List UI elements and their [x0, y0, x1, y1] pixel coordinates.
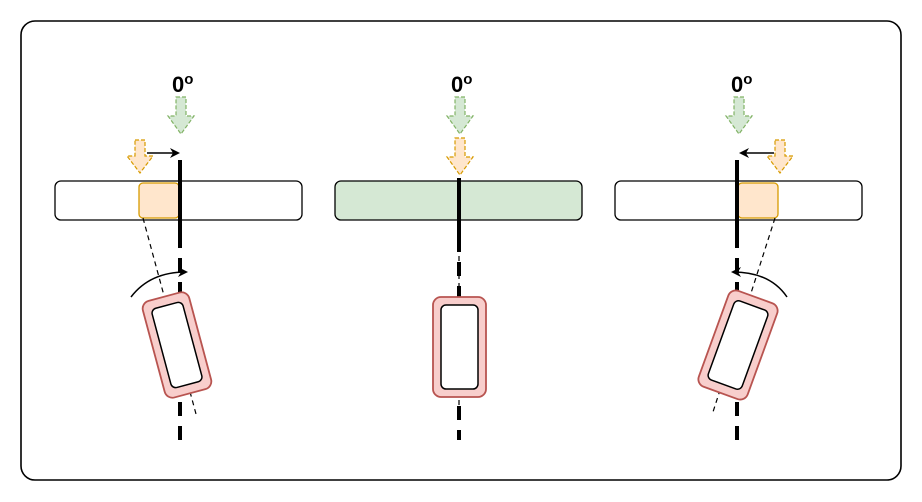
panel-middle: 0o: [334, 71, 583, 440]
orange-highlight: [737, 182, 779, 219]
rotation-arrow-icon: [731, 267, 788, 298]
panel-right: 0o: [614, 71, 863, 440]
device: [697, 289, 779, 401]
angle-label: 0o: [172, 71, 193, 97]
rotation-arrow-icon: [130, 267, 188, 298]
angle-label: 0o: [451, 71, 472, 97]
green-down-arrow-icon: [445, 96, 475, 136]
orange-down-arrow-icon: [765, 139, 795, 174]
panel-left: 0o: [54, 71, 303, 440]
orange-down-arrow-icon: [445, 137, 475, 177]
orange-highlight: [138, 182, 180, 219]
device: [432, 296, 487, 398]
angle-label: 0o: [731, 71, 752, 97]
green-down-arrow-icon: [166, 96, 196, 136]
device: [141, 291, 213, 399]
orange-down-arrow-icon: [125, 139, 155, 174]
green-down-arrow-icon: [724, 96, 754, 136]
